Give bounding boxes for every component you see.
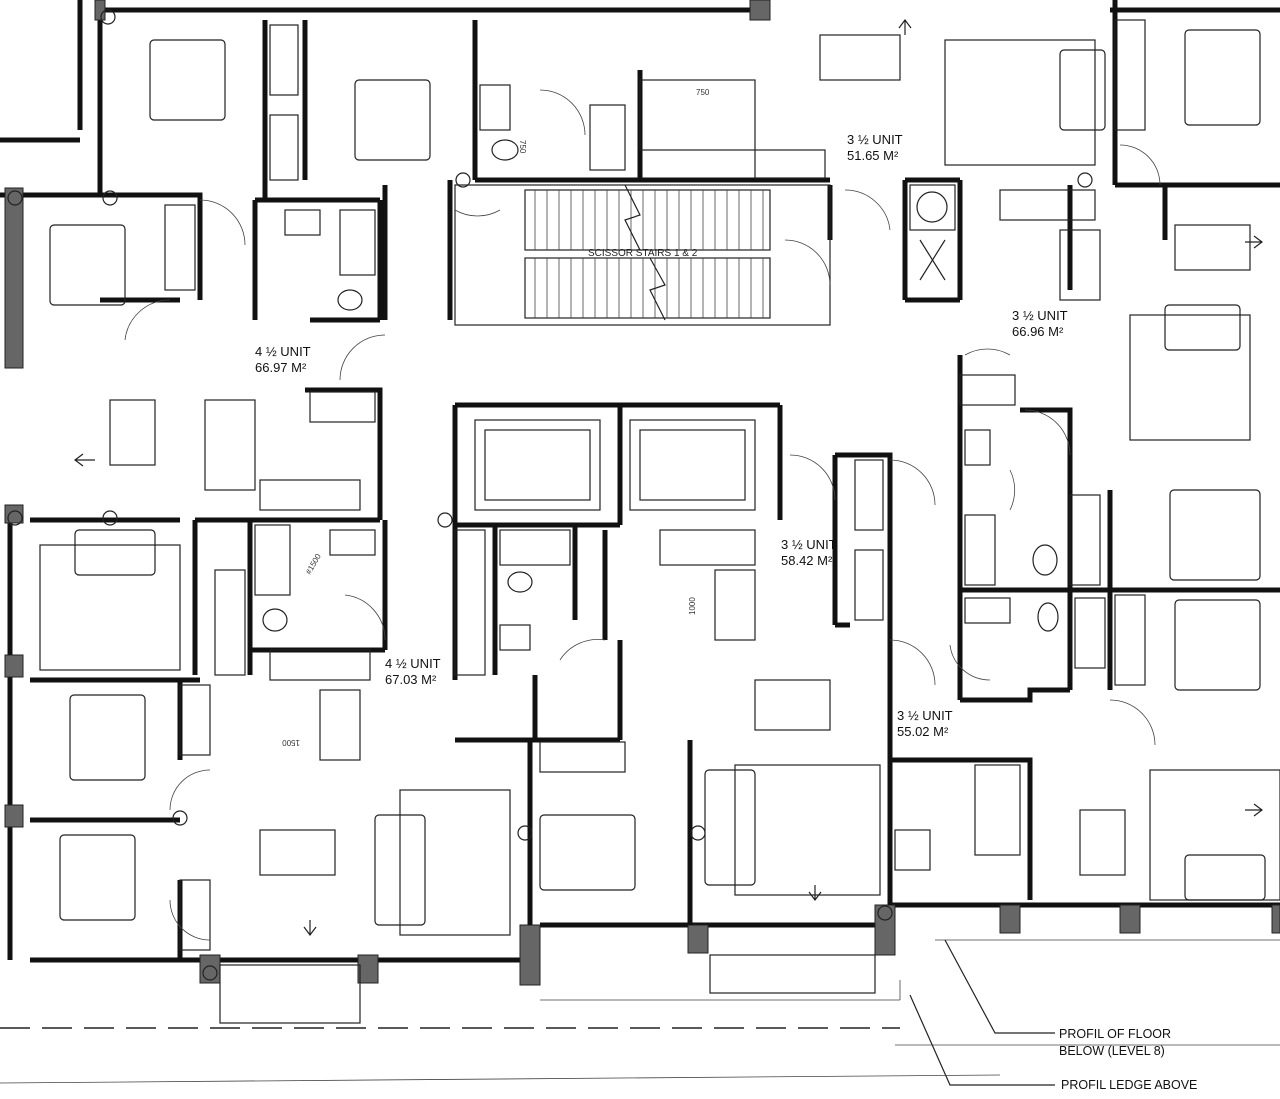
- scissor-stairs: [454, 184, 831, 326]
- unit-area: 58.42 M²: [781, 553, 833, 568]
- note-ledge-above: PROFIL LEDGE ABOVE: [1061, 1077, 1197, 1094]
- unit-area: 51.65 M²: [847, 148, 899, 163]
- unit-label-f: 3 ½ UNIT 55.02 M²: [897, 708, 953, 740]
- unit-type: 3 ½ UNIT: [781, 537, 837, 552]
- unit-label-b: 4 ½ UNIT 67.03 M²: [385, 656, 441, 688]
- note-floor-below: PROFIL OF FLOOR BELOW (LEVEL 8): [1059, 1026, 1171, 1060]
- unit-type: 4 ½ UNIT: [255, 344, 311, 359]
- note-line: PROFIL LEDGE ABOVE: [1061, 1078, 1198, 1092]
- stair-label: SCISSOR STAIRS 1 & 2: [588, 248, 698, 259]
- beds: [49, 29, 1261, 921]
- unit-type: 4 ½ UNIT: [385, 656, 441, 671]
- sofas: [39, 39, 1280, 936]
- dimension-tag: 750: [518, 140, 527, 154]
- unit-type: 3 ½ UNIT: [847, 132, 903, 147]
- dimension-tag: 750: [696, 88, 710, 97]
- unit-type: 3 ½ UNIT: [897, 708, 953, 723]
- unit-label-e: 3 ½ UNIT 58.42 M²: [781, 537, 837, 569]
- elevators: [474, 184, 956, 511]
- unit-area: 66.96 M²: [1012, 324, 1064, 339]
- bathrooms: [254, 84, 1106, 669]
- unit-area: 66.97 M²: [255, 360, 307, 375]
- unit-area: 55.02 M²: [897, 724, 949, 739]
- unit-label-c: 3 ½ UNIT 51.65 M²: [847, 132, 903, 164]
- dimension-tag: 1000: [688, 597, 697, 615]
- note-line: BELOW (LEVEL 8): [1059, 1044, 1165, 1058]
- unit-label-a: 4 ½ UNIT 66.97 M²: [255, 344, 311, 376]
- column-markers: [7, 9, 1093, 981]
- dimension-tag: #1500: [304, 552, 323, 576]
- door-swings: [124, 89, 1161, 941]
- balconies: [0, 939, 1280, 1086]
- direction-arrows: [74, 19, 1263, 936]
- unit-area: 67.03 M²: [385, 672, 437, 687]
- unit-type: 3 ½ UNIT: [1012, 308, 1068, 323]
- note-line: PROFIL OF FLOOR: [1059, 1027, 1172, 1041]
- exterior-walls: [0, 0, 1280, 986]
- dimension-tag: 1500: [282, 738, 300, 747]
- unit-label-d: 3 ½ UNIT 66.96 M²: [1012, 308, 1068, 340]
- closets: [164, 19, 1146, 951]
- dining-tables: [109, 34, 1251, 876]
- kitchens: [204, 79, 1101, 871]
